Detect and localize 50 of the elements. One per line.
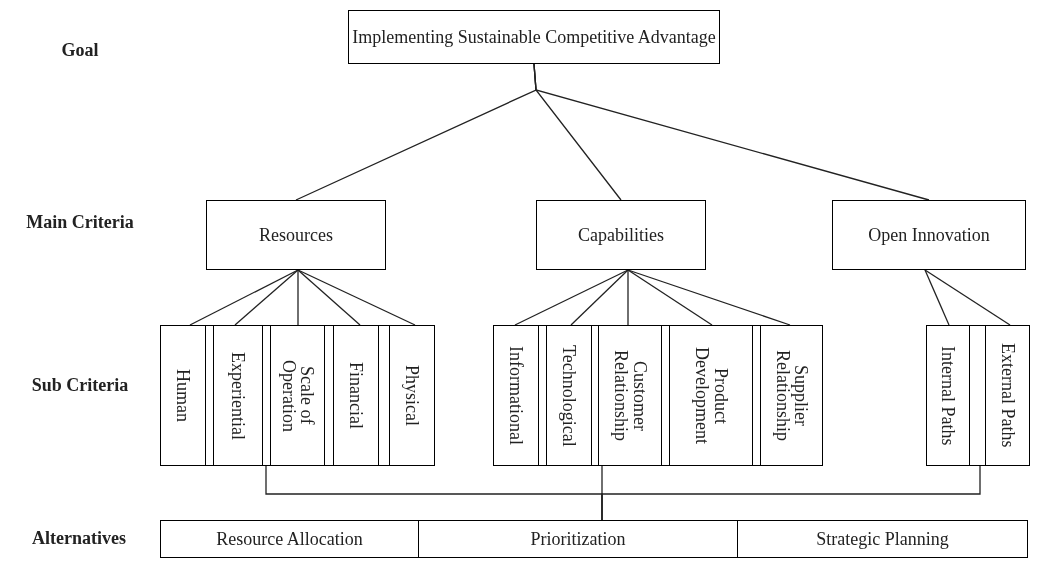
connector-line (234, 269, 299, 326)
vertical-label: Internal Paths (938, 345, 958, 446)
vertical-label: Product Development (692, 346, 730, 446)
connector-line (297, 269, 416, 326)
level-label: Goal (60, 40, 100, 62)
connector-line (627, 269, 791, 326)
vertical-label: Human (173, 369, 193, 422)
node-label: Resources (259, 223, 333, 247)
node-label: Strategic Planning (816, 527, 949, 551)
sub-criteria-box (669, 325, 753, 466)
sub-criteria-box (213, 325, 263, 466)
level-label: Sub Criteria (30, 375, 130, 397)
connector-line (924, 269, 950, 326)
connector-line (924, 269, 1011, 326)
level-label: Alternatives (31, 528, 127, 550)
connector-line (627, 269, 629, 326)
sub-criteria-box (333, 325, 379, 466)
node-label: Implementing Sustainable Competitive Advantage (352, 25, 716, 49)
vertical-label: Scale of Operation (278, 358, 317, 434)
connector-line (601, 465, 981, 521)
criteria-box (832, 200, 1026, 270)
vertical-label: Physical (402, 365, 422, 426)
vertical-label: Customer Relationship (611, 349, 649, 443)
node-label: Capabilities (578, 223, 664, 247)
connector-line (297, 269, 361, 326)
connector-line (533, 63, 930, 201)
node-label: Prioritization (530, 527, 626, 551)
criteria-box (536, 200, 706, 270)
level-label: Main Criteria (25, 212, 135, 234)
group-box (160, 325, 435, 466)
criteria-box (206, 200, 386, 270)
connector-line (627, 269, 713, 326)
node-label: Resource Allocation (216, 527, 363, 551)
connector-line (514, 269, 629, 326)
connector-line (570, 269, 629, 326)
vertical-label: Informational (506, 346, 526, 445)
goal-box (348, 10, 720, 64)
sub-criteria-box (598, 325, 662, 466)
vertical-label: External Paths (998, 343, 1017, 448)
connector-line (297, 269, 299, 326)
node-label: Open Innovation (868, 223, 990, 247)
sub-criteria-box (270, 325, 325, 466)
vertical-label: Financial (346, 362, 366, 429)
sub-criteria-box (546, 325, 592, 466)
vertical-label: Experiential (228, 351, 248, 440)
vertical-label: Technological (559, 344, 579, 447)
alternatives-bar (160, 520, 1028, 558)
vertical-label: Supplier Relationship (772, 349, 811, 443)
group-box (926, 325, 1030, 466)
group-box (493, 325, 823, 466)
